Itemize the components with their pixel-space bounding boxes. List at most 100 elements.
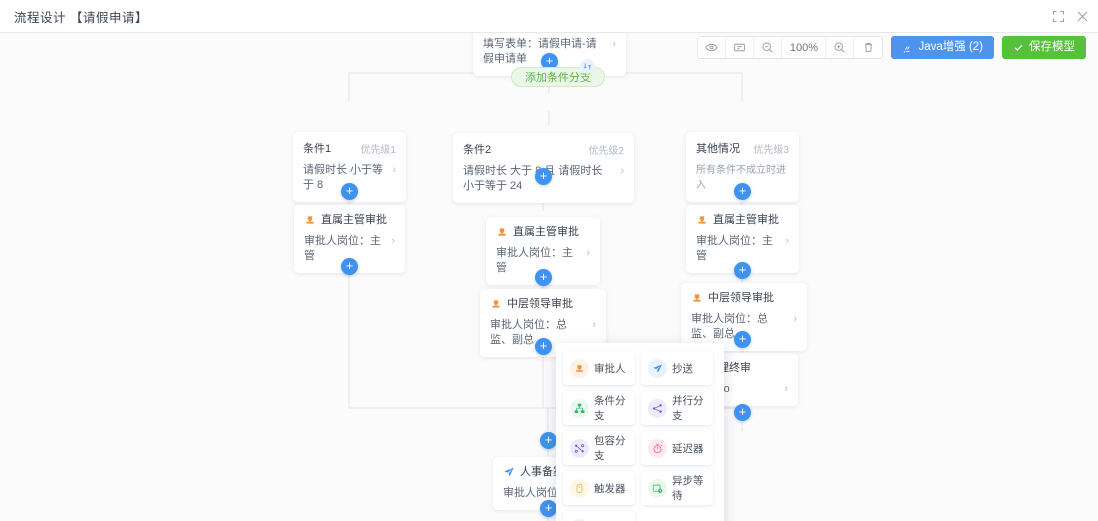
node-title: 中层领导审批 xyxy=(507,298,573,310)
condition-3-priority: 优先级3 xyxy=(753,144,789,156)
condition-2-title: 条件2 xyxy=(463,144,492,156)
menu-item-label: 包容分支 xyxy=(594,435,626,462)
add-node-button-b3-2[interactable]: + xyxy=(734,262,751,279)
chevron-right-icon[interactable]: › xyxy=(586,247,590,259)
add-branch-label: 添加条件分支 xyxy=(525,72,591,84)
chevron-right-icon[interactable]: › xyxy=(392,164,396,176)
add-node-button-root[interactable]: + xyxy=(541,53,558,70)
menu-item-label: 抄送 xyxy=(672,362,693,375)
stamp-icon xyxy=(691,292,703,304)
expand-icon[interactable] xyxy=(1052,10,1065,23)
chevron-right-icon[interactable]: › xyxy=(620,165,624,177)
async-icon xyxy=(648,478,667,498)
inclusive-icon xyxy=(570,438,589,458)
add-node-button-b3-3[interactable]: + xyxy=(734,331,751,348)
eye-icon[interactable] xyxy=(698,37,727,58)
node-title: 直属主管审批 xyxy=(321,214,387,226)
close-icon[interactable] xyxy=(1076,10,1089,23)
chevron-right-icon[interactable]: › xyxy=(785,235,789,247)
node-title: 中层领导审批 xyxy=(708,292,774,304)
node-direct-manager-approval-1[interactable]: 直属主管审批 审批人岗位：主管 › xyxy=(294,205,405,273)
node-body: 审批人岗位：主管 xyxy=(304,235,381,262)
menu-item-subflow[interactable]: 子流程 xyxy=(563,511,635,521)
java-icon xyxy=(902,42,913,53)
window-controls xyxy=(1052,0,1089,33)
screen-icon[interactable] xyxy=(726,37,755,58)
menu-item-async-wait[interactable]: 异步等待 xyxy=(641,471,713,505)
condition-3-title: 其他情况 xyxy=(696,143,740,155)
stamp-icon xyxy=(496,226,508,238)
chevron-right-icon[interactable]: › xyxy=(793,313,797,325)
node-form[interactable]: 填写表单：请假申请-请假申请单 › xyxy=(473,33,626,76)
add-node-button-b3-1[interactable]: + xyxy=(734,183,751,200)
add-node-button-merged-1[interactable]: + xyxy=(540,432,557,449)
node-title: 人事备案 xyxy=(520,466,564,478)
plane-icon xyxy=(503,466,515,478)
branch-icon xyxy=(570,398,589,418)
check-icon xyxy=(1013,42,1024,53)
node-direct-manager-approval-3[interactable]: 直属主管审批 审批人岗位：主管 › xyxy=(686,205,799,273)
node-body: 审批人岗位：总监、副总 xyxy=(691,313,768,340)
save-model-button[interactable]: 保存模型 xyxy=(1002,36,1086,59)
add-node-button-merged-2[interactable]: + xyxy=(540,500,557,517)
java-enhance-button[interactable]: Java增强 (2) xyxy=(891,36,994,59)
condition-1-priority: 优先级1 xyxy=(360,144,396,156)
subflow-icon xyxy=(570,518,589,521)
chevron-right-icon[interactable]: › xyxy=(784,383,788,395)
add-node-button-b1-1[interactable]: + xyxy=(341,183,358,200)
mouse-icon xyxy=(570,478,589,498)
stamp-icon xyxy=(490,298,502,310)
node-body: 审批人岗位：总监、副总 xyxy=(490,319,567,346)
menu-item-cc[interactable]: 抄送 xyxy=(641,351,713,385)
chevron-right-icon[interactable]: › xyxy=(592,319,596,331)
page-title: 流程设计 【请假申请】 xyxy=(14,10,148,25)
node-condition-2[interactable]: 条件2 优先级2 请假时长 大于 8 且 请假时长 小于等于 24 › xyxy=(453,133,634,203)
chevron-right-icon[interactable]: › xyxy=(391,235,395,247)
node-title: 直属主管审批 xyxy=(713,214,779,226)
condition-3-expr: 所有条件不成立时进入 xyxy=(696,165,786,191)
menu-item-condition-branch[interactable]: 条件分支 xyxy=(563,391,635,425)
menu-item-label: 触发器 xyxy=(594,482,626,495)
node-body: 审批人岗位：主管 xyxy=(696,235,773,262)
menu-item-label: 延迟器 xyxy=(672,442,704,455)
zoom-out-icon[interactable] xyxy=(754,37,783,58)
condition-2-priority: 优先级2 xyxy=(588,145,624,157)
zoom-level[interactable]: 100% xyxy=(782,37,827,58)
node-body: 审批人岗位：主管 xyxy=(496,247,573,274)
add-node-button-b2-3[interactable]: + xyxy=(535,338,552,355)
condition-1-title: 条件1 xyxy=(303,143,332,155)
plane-icon xyxy=(648,358,667,378)
add-node-button-b1-2[interactable]: + xyxy=(341,258,358,275)
stamp-icon xyxy=(696,214,708,226)
java-enhance-label: Java增强 (2) xyxy=(918,40,983,53)
chevron-right-icon[interactable]: › xyxy=(612,38,616,50)
menu-item-approver[interactable]: 审批人 xyxy=(563,351,635,385)
parallel-icon xyxy=(648,398,667,418)
node-type-menu[interactable]: 审批人 抄送 条件 xyxy=(556,343,724,521)
node-title: 直属主管审批 xyxy=(513,226,579,238)
save-model-label: 保存模型 xyxy=(1029,40,1075,53)
add-node-button-b2-1[interactable]: + xyxy=(535,168,552,185)
menu-item-label: 审批人 xyxy=(594,362,626,375)
add-node-button-b2-2[interactable]: + xyxy=(535,269,552,286)
menu-item-inclusive-branch[interactable]: 包容分支 xyxy=(563,431,635,465)
menu-item-parallel-branch[interactable]: 并行分支 xyxy=(641,391,713,425)
flow-canvas[interactable]: 100% Java增强 (2) xyxy=(0,33,1098,521)
menu-item-delay[interactable]: 延迟器 xyxy=(641,431,713,465)
add-node-button-b3-4[interactable]: + xyxy=(734,404,751,421)
condition-2-expr: 请假时长 大于 8 且 请假时长 小于等于 24 xyxy=(463,165,603,192)
condition-1-expr: 请假时长 小于等于 8 xyxy=(303,164,384,191)
swap-icon[interactable] xyxy=(580,59,595,74)
node-form-label: 填写表单：请假申请-请假申请单 xyxy=(483,38,597,65)
timer-icon xyxy=(648,438,667,458)
menu-item-label: 并行分支 xyxy=(672,395,704,422)
trash-icon[interactable] xyxy=(854,37,882,58)
node-body: 审批人岗位： xyxy=(503,487,569,499)
zoom-in-icon[interactable] xyxy=(826,37,855,58)
menu-item-label: 异步等待 xyxy=(672,475,704,502)
menu-item-trigger[interactable]: 触发器 xyxy=(563,471,635,505)
stamp-icon xyxy=(304,214,316,226)
canvas-toolbar: 100% Java增强 (2) xyxy=(697,36,1086,59)
menu-item-label: 条件分支 xyxy=(594,395,626,422)
